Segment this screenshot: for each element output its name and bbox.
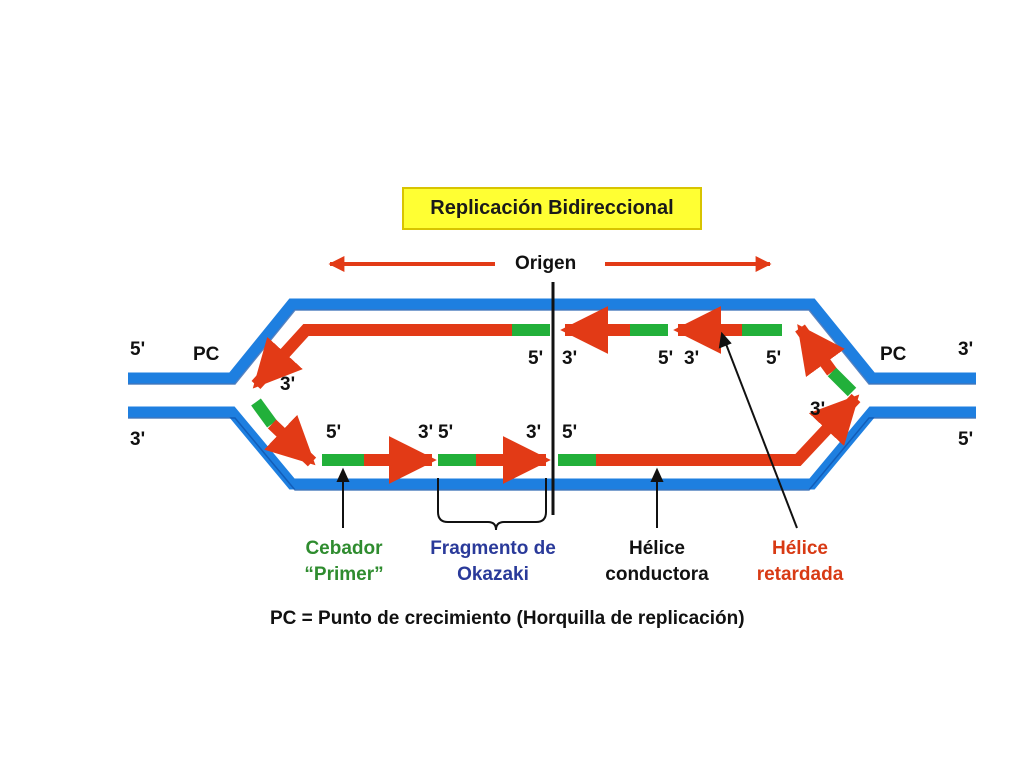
legend-okazaki-line1: Fragmento de (430, 538, 556, 559)
strand-label-bottom-3a: 3' (418, 422, 434, 443)
strand-label-top-5a: 5' (528, 348, 544, 369)
legend-primer-line1: Cebador (305, 538, 383, 559)
diagram-title: Replicación Bidireccional (430, 197, 674, 219)
legend-primer: Cebador “Primer” (290, 536, 398, 588)
legend-leading-line1: Hélice (629, 538, 685, 559)
legend-leading-line2: conductora (605, 564, 709, 585)
okazaki-fragment-left-fork (264, 414, 317, 467)
okazaki-fragment-right-fork (795, 324, 845, 378)
primer-top-origin (512, 324, 550, 336)
legend-leading: Hélice conductora (594, 536, 720, 588)
legend-lagging-line2: retardada (756, 564, 844, 585)
legend-lagging: Hélice retardada (744, 536, 856, 588)
lagging-pointer (725, 343, 798, 529)
legend-lagging-line1: Hélice (772, 538, 828, 559)
legend-okazaki-line2: Okazaki (457, 564, 529, 585)
end-label-bottom-right: 5' (958, 429, 974, 450)
strand-label-right-3: 3' (810, 399, 826, 420)
legend-okazaki: Fragmento de Okazaki (414, 536, 572, 588)
strand-label-top-5b: 5' (658, 348, 674, 369)
primer-top-2 (742, 324, 782, 336)
strand-label-bottom-5b: 5' (438, 422, 454, 443)
primer-bottom-1 (322, 454, 364, 466)
end-label-top-left: 5' (130, 339, 146, 360)
strand-label-bottom-3b: 3' (526, 422, 542, 443)
primer-top-1 (630, 324, 668, 336)
lagging-strand-top-left (251, 324, 512, 390)
strand-label-bottom-5c: 5' (562, 422, 578, 443)
legend-pointers (336, 331, 798, 531)
leading-strand (596, 393, 861, 466)
fork-label-left: PC (193, 344, 220, 365)
primer-right-fork (827, 367, 857, 397)
strand-label-left-3: 3' (280, 374, 296, 395)
primer-bottom-2 (438, 454, 476, 466)
end-label-bottom-left: 3' (130, 429, 146, 450)
legend-primer-line2: “Primer” (304, 564, 384, 585)
end-label-top-right: 3' (958, 339, 974, 360)
strand-label-top-3b: 3' (684, 348, 700, 369)
new-strands (251, 306, 861, 484)
primer-leading (558, 454, 596, 466)
primer-left-fork (251, 398, 277, 428)
caption: PC = Punto de crecimiento (Horquilla de … (270, 608, 745, 629)
fork-label-right: PC (880, 344, 907, 365)
okazaki-brace (437, 478, 547, 531)
title-box: Replicación Bidireccional (402, 187, 702, 230)
strand-label-bottom-5a: 5' (326, 422, 342, 443)
strand-label-top-5c: 5' (766, 348, 782, 369)
origin-label: Origen (515, 253, 577, 274)
strand-label-top-3a: 3' (562, 348, 578, 369)
